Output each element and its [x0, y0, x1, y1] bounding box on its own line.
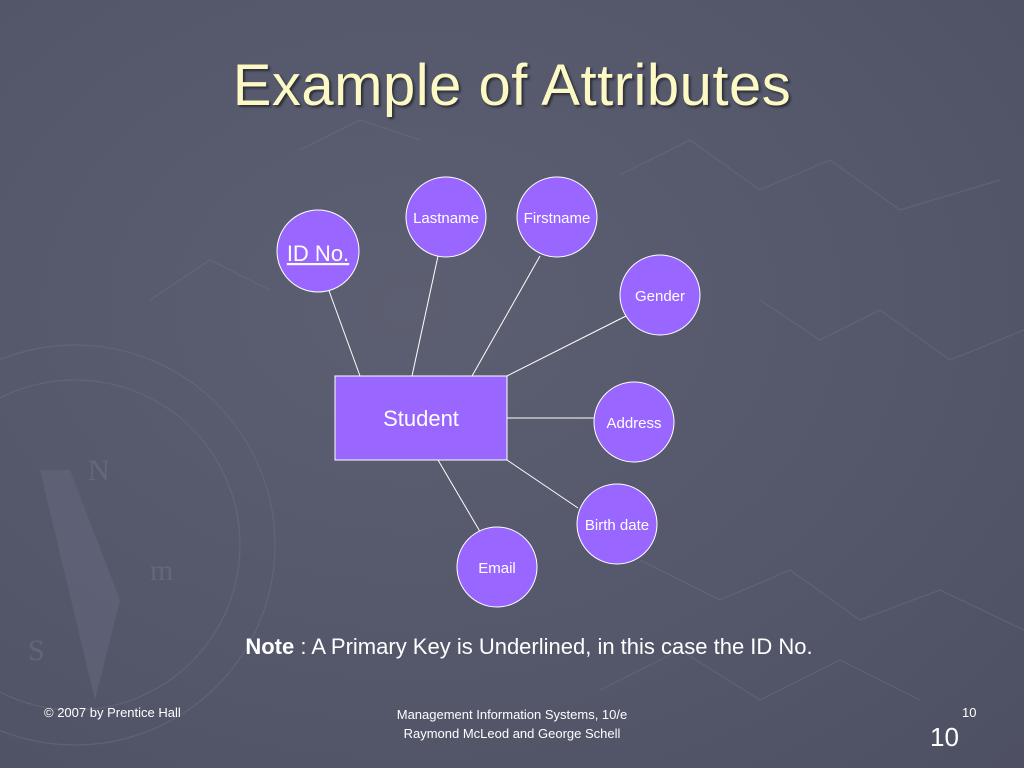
note-bold: Note	[245, 634, 295, 659]
footer-page-number: 10	[962, 705, 977, 720]
attribute-gender: Gender	[619, 254, 701, 336]
connector-firstname	[471, 255, 541, 377]
attribute-id-no: ID No.	[276, 209, 360, 293]
attribute-label-email: Email	[478, 560, 516, 577]
attribute-label-id-no: ID No.	[287, 241, 349, 266]
attribute-label-address: Address	[606, 415, 661, 432]
entity-student: Student	[334, 375, 508, 461]
attribute-label-gender: Gender	[635, 288, 685, 305]
attribute-label-firstname: Firstname	[524, 210, 591, 227]
slide-title: Example of Attributes	[232, 53, 792, 118]
footer-copyright: © 2007 by Prentice Hall	[44, 705, 181, 720]
connector-email	[437, 459, 483, 536]
footer-course: Management Information Systems, 10/e Ray…	[312, 705, 712, 743]
connector-gender	[506, 315, 627, 377]
connector-birth-date	[506, 459, 579, 509]
svg-text:N: N	[88, 454, 110, 487]
attribute-label-birth-date: Birth date	[585, 517, 649, 534]
connector-id-no	[327, 287, 361, 377]
entity-label: Student	[383, 406, 459, 431]
footer-course-line2: Raymond McLeod and George Schell	[403, 726, 621, 741]
attribute-address: Address	[593, 381, 675, 463]
slide-number: 10	[930, 722, 959, 752]
note: Note : A Primary Key is Underlined, in t…	[0, 634, 1024, 660]
svg-text:S: S	[28, 634, 45, 667]
attribute-lastname: Lastname	[405, 176, 487, 258]
attribute-label-lastname: Lastname	[413, 210, 479, 227]
attribute-firstname: Firstname	[516, 176, 598, 258]
svg-text:m: m	[150, 554, 173, 587]
attribute-email: Email	[456, 526, 538, 608]
footer-course-line1: Management Information Systems, 10/e	[396, 707, 628, 722]
connector-lastname	[411, 255, 439, 377]
attribute-birth-date: Birth date	[576, 483, 658, 565]
note-text: : A Primary Key is Underlined, in this c…	[294, 634, 813, 659]
